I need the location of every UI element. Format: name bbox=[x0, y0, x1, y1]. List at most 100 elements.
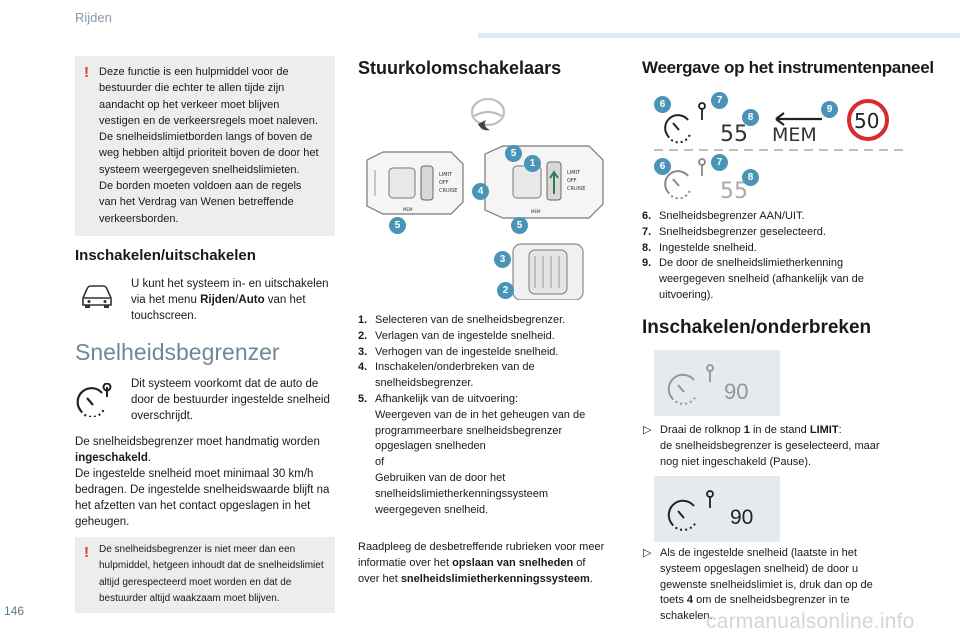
bullet-2-c: om de snelheidsbegrenzer in te schakelen… bbox=[660, 594, 850, 623]
heading-limiter: Snelheidsbegrenzer bbox=[75, 339, 280, 365]
warning-1-text: Deze functie is een hulpmiddel voor de b… bbox=[99, 64, 333, 227]
list-text: Selecteren van de snelheidsbegrenzer. bbox=[375, 314, 566, 326]
list-num: 2. bbox=[358, 329, 368, 342]
ref-text-1: Raadpleeg de desbetreffende rubrieken vo… bbox=[358, 541, 605, 569]
bullet-2-text: Als de ingestelde snelheid (laatste in h… bbox=[643, 546, 899, 625]
display-sign-speed: 50 bbox=[854, 109, 879, 133]
warning-2-line: De snelheidsbegrenzer is niet meer dan e… bbox=[99, 544, 296, 555]
bullet-1-d: LIMIT bbox=[809, 424, 839, 436]
badge-5: 5 bbox=[505, 145, 522, 162]
bullet-1: ▷ Draai de rolknop 1 in de stand LIMIT: … bbox=[643, 423, 899, 470]
ref-text-3: . bbox=[589, 572, 593, 585]
list-num: 5. bbox=[358, 392, 368, 405]
speed-limiter-icon bbox=[667, 490, 714, 531]
warning-1-line: De snelheidslimietborden langs of boven … bbox=[99, 131, 313, 144]
warning-1-line: weg hebben altijd prioriteit boven de do… bbox=[99, 147, 319, 160]
stalk-left-mem: MEM bbox=[403, 207, 413, 212]
display-mem: MEM bbox=[772, 124, 817, 146]
list-num: 6. bbox=[642, 210, 652, 222]
display-set-speed: 55 bbox=[720, 122, 748, 147]
warning-box-2: ! De snelheidsbegrenzer is niet meer dan… bbox=[75, 537, 335, 613]
stalk-left-off: OFF bbox=[439, 180, 449, 186]
bullet-2: ▷ Als de ingestelde snelheid (laatste in… bbox=[643, 546, 899, 625]
limiter-text: Dit systeem voorkomt dat de auto de door… bbox=[131, 378, 330, 422]
header-bar bbox=[478, 33, 960, 38]
list-text: Snelheidsbegrenzer AAN/UIT. bbox=[659, 210, 805, 222]
bullet-1-f: de snelheidsbegrenzer is geselecteerd, m… bbox=[660, 439, 880, 468]
switch-sep: / bbox=[235, 294, 239, 306]
badge-4: 4 bbox=[472, 183, 489, 200]
warning-2-line: altijd gerespecteerd moet worden en dat … bbox=[99, 576, 292, 588]
list-num: 3. bbox=[358, 345, 368, 358]
steering-stalk-diagram: LIMIT OFF CRUISE MEM LIMIT OFF CRUISE ME… bbox=[366, 145, 604, 300]
warning-1-line: Deze functie is een hulpmiddel voor de bbox=[99, 66, 289, 78]
warning-2-line: hulpmiddel, hetgeen inhoudt dat de snelh… bbox=[99, 560, 324, 572]
warning-1-line: De borden moeten voldoen aan de regels bbox=[99, 180, 302, 193]
list-text: Afhankelijk van de uitvoering: Weergeven… bbox=[375, 392, 586, 516]
list-item: 5. Afhankelijk van de uitvoering: Weergev… bbox=[358, 392, 604, 518]
list-num: 4. bbox=[358, 361, 368, 374]
badge-7: 7 bbox=[711, 92, 728, 109]
list-item: 2. Verlagen van de ingestelde snelheid. bbox=[358, 329, 604, 345]
watermark: carmanualsonline.info bbox=[706, 610, 915, 633]
warning-exclamation-icon: ! bbox=[84, 544, 89, 561]
warning-1-line: bestuurder die echter te allen tijde zij… bbox=[99, 82, 285, 95]
badge-8: 8 bbox=[742, 169, 759, 186]
list-item: 7.Snelheidsbegrenzer geselecteerd. bbox=[642, 225, 898, 241]
list-item: 6. Snelheidsbegrenzer AAN/UIT. bbox=[642, 209, 898, 225]
list-item: 1. Selecteren van de snelheidsbegrenzer. bbox=[358, 313, 604, 329]
list-text: Verhogen van de ingestelde snelheid. bbox=[375, 345, 559, 358]
switch-menu-auto: Auto bbox=[238, 294, 265, 306]
warning-2-line: bestuurder altijd waakzaam moet blijven. bbox=[99, 593, 280, 605]
list-item: 9. De door de snelheidslimietherkenning w… bbox=[642, 256, 898, 303]
list-text: Verlagen van de ingestelde snelheid. bbox=[375, 329, 555, 342]
badge-2: 2 bbox=[497, 282, 514, 299]
bullet-1-b: 1 bbox=[743, 424, 750, 436]
switch-text-2: van het touchscreen. bbox=[131, 294, 306, 322]
arrow-bullet-icon: ▷ bbox=[643, 424, 652, 436]
list-item: 8.Ingestelde snelheid. bbox=[642, 241, 898, 257]
bullet-1-e: : bbox=[838, 424, 842, 436]
switch-menu-rijden: Rijden bbox=[200, 294, 236, 306]
warning-box-1: ! Deze functie is een hulpmiddel voor de… bbox=[75, 56, 335, 236]
bullet-1-text: Draai de rolknop 1 in de stand LIMIT: de… bbox=[643, 423, 899, 470]
badge-6: 6 bbox=[654, 158, 671, 175]
panel-2-speed: 90 bbox=[730, 506, 754, 529]
speed-limiter-icon bbox=[667, 364, 714, 405]
list-num: 9. bbox=[642, 257, 652, 270]
list-num: 1. bbox=[358, 314, 368, 326]
ref-bold-2: snelheidslimietherkenningssysteem bbox=[400, 572, 590, 585]
badge-3: 3 bbox=[494, 251, 511, 268]
badge-5: 5 bbox=[511, 217, 528, 234]
page-number: 146 bbox=[4, 604, 25, 618]
stalk-right-limit: LIMIT bbox=[567, 170, 581, 176]
ref-bold-1: opslaan van snelheden bbox=[452, 556, 574, 569]
heading-steering-switches: Stuurkolomschakelaars bbox=[358, 58, 562, 78]
warning-1-line: van het Verdrag van Wenen betreffende bbox=[99, 196, 294, 209]
badge-6: 6 bbox=[654, 96, 671, 113]
instrument-display-diagram: 55 MEM 50 55 bbox=[654, 99, 906, 202]
badge-9: 9 bbox=[821, 101, 838, 118]
warning-1-line: vestigen en de verkeersregels moet nalev… bbox=[99, 114, 318, 127]
panel-1-speed: 90 bbox=[724, 379, 749, 404]
bullet-1-a: Draai de rolknop bbox=[660, 424, 744, 436]
switch-text: U kunt het systeem in- en uitschakelen v… bbox=[131, 276, 331, 324]
warning-1-line: verkeersborden. bbox=[99, 212, 179, 225]
limiter-para-1: De snelheidsbegrenzer moet handmatig wor… bbox=[75, 434, 337, 466]
stalk-left-cruise: CRUISE bbox=[439, 188, 457, 194]
bullet-2-b: 4 bbox=[686, 594, 694, 607]
stalk-right-cruise: CRUISE bbox=[567, 186, 585, 192]
display-list: 6. Snelheidsbegrenzer AAN/UIT. 7.Snelheid… bbox=[642, 209, 898, 304]
display-dim-speed: 55 bbox=[720, 179, 748, 202]
list-text: Inschakelen/onderbreken van de snelheids… bbox=[375, 361, 535, 390]
stalk-right-mem: MEM bbox=[531, 209, 541, 214]
para-1-text-c: . bbox=[147, 452, 152, 464]
list-text: De door de snelheidslimietherkenning wee… bbox=[659, 257, 864, 301]
speed-limiter-icon bbox=[76, 383, 112, 417]
stalk-left-limit: LIMIT bbox=[439, 172, 453, 178]
badge-7: 7 bbox=[711, 154, 728, 171]
warning-exclamation-icon: ! bbox=[84, 64, 89, 81]
stalk-right-off: OFF bbox=[567, 178, 577, 184]
para-1-bold: ingeschakeld bbox=[75, 452, 148, 464]
list-num: 7. bbox=[642, 225, 652, 238]
